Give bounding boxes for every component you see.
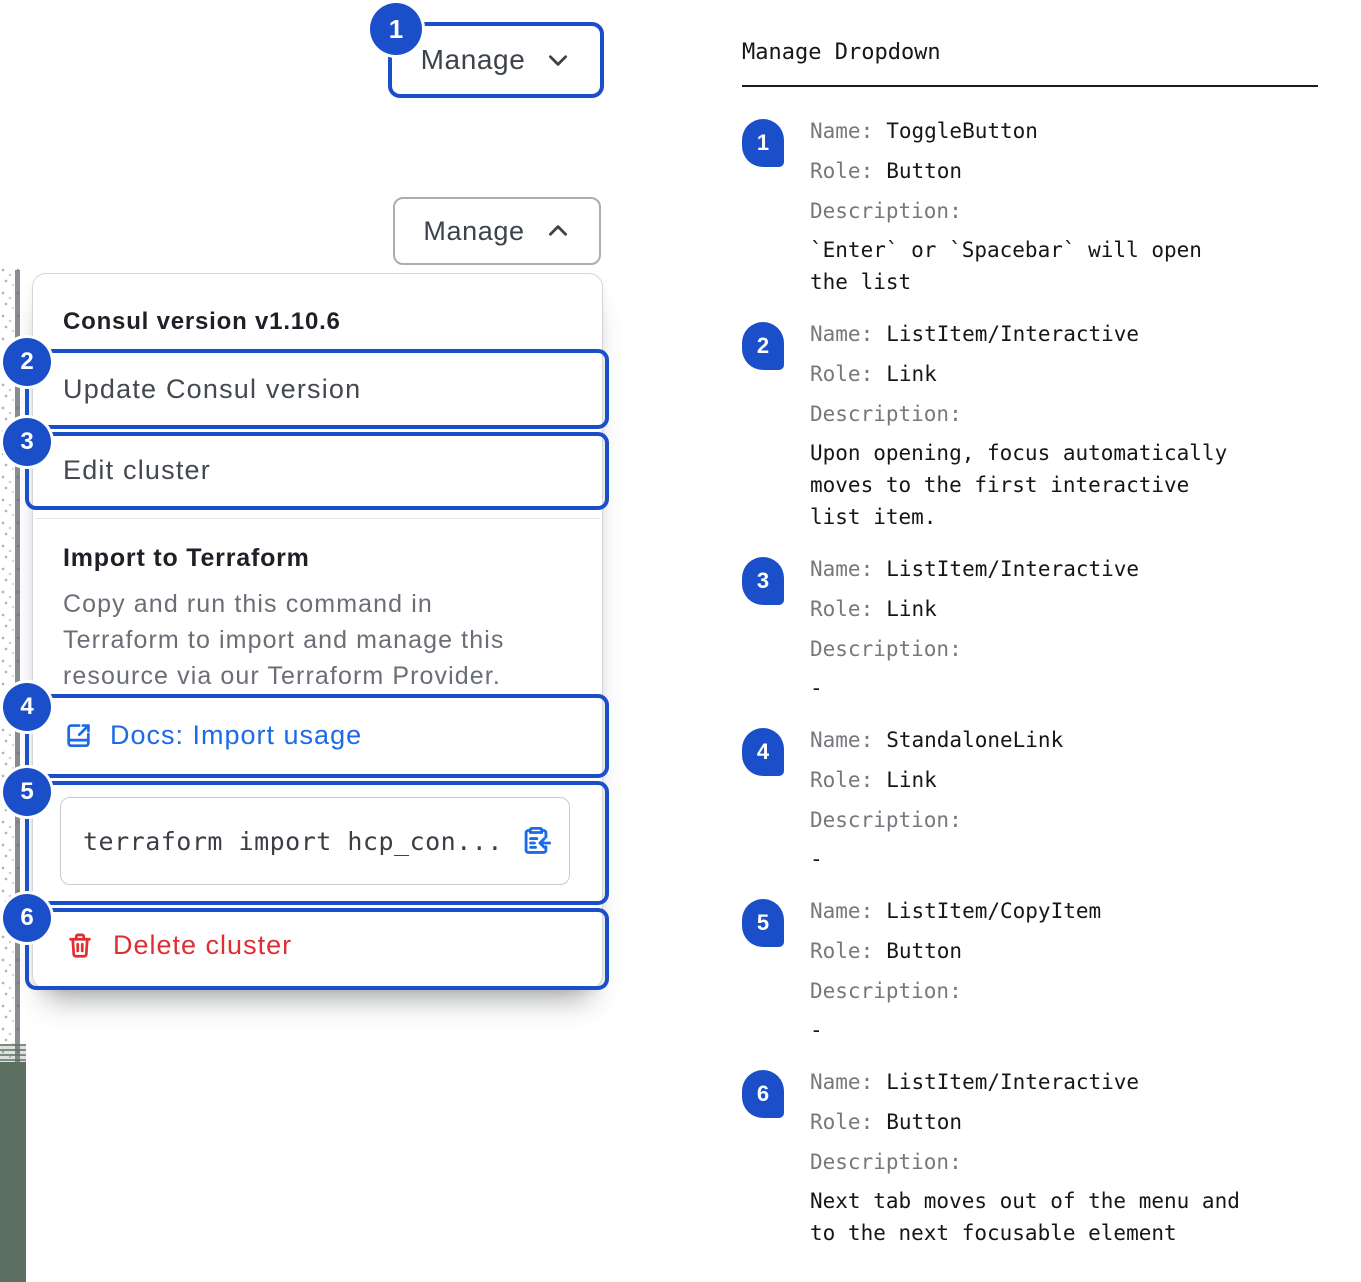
description-value: - bbox=[810, 1018, 823, 1042]
manage-toggle-button-open[interactable]: Manage bbox=[393, 197, 601, 265]
description-label: Description: bbox=[810, 402, 962, 426]
description-value: Upon opening, focus automatically moves … bbox=[810, 441, 1228, 529]
manage-button-label: Manage bbox=[423, 215, 525, 246]
role-value: Button bbox=[886, 1110, 963, 1134]
menu-version-label: Consul version v1.10.6 bbox=[63, 308, 341, 335]
annotation-number: 1 bbox=[388, 13, 404, 44]
terraform-command-text: terraform import hcp_con... bbox=[83, 826, 503, 856]
menu-divider bbox=[35, 518, 600, 519]
description-label: Description: bbox=[810, 1150, 962, 1174]
role-value: Link bbox=[886, 362, 937, 386]
manage-dropdown-menu: Consul version v1.10.6 Update Consul ver… bbox=[32, 273, 603, 989]
copy-command-field[interactable]: terraform import hcp_con... bbox=[60, 797, 570, 885]
spec-list: 1 Name: ToggleButton Role: Button Descript… bbox=[742, 111, 1322, 1249]
name-label: Name: bbox=[810, 322, 874, 346]
chevron-up-icon bbox=[548, 225, 567, 236]
menu-item-delete-cluster[interactable]: Delete cluster bbox=[65, 930, 292, 961]
annotation-number: 4 bbox=[20, 693, 34, 720]
delete-cluster-label: Delete cluster bbox=[113, 930, 293, 960]
spec-panel: Manage Dropdown 1 Name: ToggleButton Role… bbox=[742, 40, 1322, 1265]
annotation-badge-4: 4 bbox=[3, 683, 51, 731]
role-value: Button bbox=[886, 159, 963, 183]
description-label: Description: bbox=[810, 979, 962, 1003]
menu-item-edit-cluster[interactable]: Edit cluster bbox=[63, 455, 211, 485]
title-rule bbox=[742, 85, 1318, 87]
name-value: ToggleButton bbox=[886, 119, 1038, 143]
import-section-description: Copy and run this command in Terraform t… bbox=[63, 590, 505, 690]
role-label: Role: bbox=[810, 939, 874, 963]
spec-item-2: 2 Name: ListItem/Interactive Role: Link De… bbox=[742, 314, 1322, 533]
import-section-title: Import to Terraform bbox=[63, 544, 310, 572]
external-link-icon bbox=[67, 724, 90, 748]
name-value: ListItem/Interactive bbox=[886, 322, 1140, 346]
spec-item-5: 5 Name: ListItem/CopyItem Role: Button Des… bbox=[742, 891, 1322, 1046]
annotation-number: 3 bbox=[20, 428, 34, 455]
role-label: Role: bbox=[810, 768, 874, 792]
role-value: Button bbox=[886, 939, 963, 963]
spec-item-3: 3 Name: ListItem/Interactive Role: Link De… bbox=[742, 549, 1322, 704]
role-label: Role: bbox=[810, 1110, 874, 1134]
annotation-number: 5 bbox=[20, 778, 34, 805]
description-value: - bbox=[810, 676, 823, 700]
spec-title: Manage Dropdown bbox=[742, 40, 941, 65]
spec-badge-1: 1 bbox=[742, 119, 784, 167]
spec-badge-5: 5 bbox=[742, 899, 784, 947]
name-value: ListItem/Interactive bbox=[886, 1070, 1140, 1094]
description-label: Description: bbox=[810, 808, 962, 832]
trash-icon bbox=[69, 933, 91, 958]
name-label: Name: bbox=[810, 1070, 874, 1094]
name-label: Name: bbox=[810, 557, 874, 581]
chevron-down-icon bbox=[549, 55, 568, 66]
annotation-number: 6 bbox=[20, 904, 34, 931]
manage-toggle-button-closed[interactable]: Manage bbox=[388, 22, 604, 98]
spec-badge-6: 6 bbox=[742, 1070, 784, 1118]
manage-button-label: Manage bbox=[420, 44, 526, 75]
annotation-number: 2 bbox=[20, 348, 34, 375]
role-value: Link bbox=[886, 597, 937, 621]
name-label: Name: bbox=[810, 119, 874, 143]
name-label: Name: bbox=[810, 728, 874, 752]
name-label: Name: bbox=[810, 899, 874, 923]
spec-badge-4: 4 bbox=[742, 728, 784, 776]
left-edge-line bbox=[15, 270, 20, 1062]
role-label: Role: bbox=[810, 362, 874, 386]
spec-badge-2: 2 bbox=[742, 322, 784, 370]
annotation-badge-1: 1 bbox=[370, 3, 422, 55]
description-label: Description: bbox=[810, 637, 962, 661]
name-value: ListItem/CopyItem bbox=[886, 899, 1102, 923]
role-label: Role: bbox=[810, 159, 874, 183]
role-label: Role: bbox=[810, 597, 874, 621]
spec-item-1: 1 Name: ToggleButton Role: Button Descript… bbox=[742, 111, 1322, 298]
description-value: `Enter` or `Spacebar` will open the list bbox=[810, 238, 1202, 294]
spec-badge-3: 3 bbox=[742, 557, 784, 605]
spec-item-6: 6 Name:ListItem/Interactive Role:Button … bbox=[742, 1062, 1322, 1249]
description-value: Next tab moves out of the menu and to th… bbox=[810, 1189, 1240, 1245]
name-value: ListItem/Interactive bbox=[886, 557, 1140, 581]
docs-link-label: Docs: Import usage bbox=[110, 720, 363, 750]
description-label: Description: bbox=[810, 199, 962, 223]
menu-item-docs-import-usage[interactable]: Docs: Import usage bbox=[63, 720, 362, 751]
clipboard-copy-icon[interactable] bbox=[519, 824, 553, 858]
annotation-badge-3: 3 bbox=[3, 418, 51, 466]
description-value: - bbox=[810, 847, 823, 871]
spec-item-4: 4 Name: StandaloneLink Role: Link Descript… bbox=[742, 720, 1322, 875]
annotation-badge-5: 5 bbox=[3, 768, 51, 816]
annotation-badge-2: 2 bbox=[3, 338, 51, 386]
role-value: Link bbox=[886, 768, 937, 792]
name-value: StandaloneLink bbox=[886, 728, 1064, 752]
annotation-badge-6: 6 bbox=[3, 894, 51, 942]
left-edge-bar bbox=[0, 1044, 26, 1282]
menu-item-update-consul-version[interactable]: Update Consul version bbox=[63, 374, 362, 404]
